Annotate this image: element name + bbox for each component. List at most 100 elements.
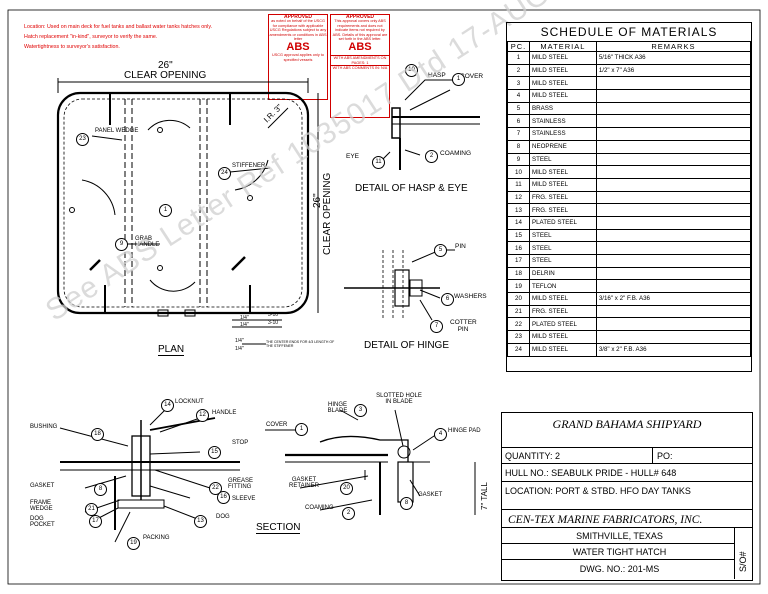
schedule-title: SCHEDULE OF MATERIALS — [540, 25, 718, 39]
stamp-title: APPROVED — [345, 14, 375, 20]
leader — [149, 451, 201, 455]
bushing-label: BUSHING — [30, 424, 58, 430]
cell-remarks: 3/16" x 2" F.B. A36 — [595, 292, 752, 306]
item-balloon: 17 — [89, 515, 102, 528]
cell-material: TEFLON — [528, 279, 597, 294]
item-balloon: 16 — [217, 491, 230, 504]
cell-material: STEEL — [528, 254, 597, 268]
quantity-row: QUANTITY: 2 PO: — [502, 447, 752, 464]
plan-clear-opening-top: CLEAR OPENING — [124, 70, 207, 81]
pin-label: PIN — [455, 243, 466, 250]
wedge-pivot — [69, 207, 75, 213]
cell-remarks — [595, 89, 752, 103]
stamp-amendments: WITH ABS AMENDMENTS ON PAGES: 1 — [331, 55, 389, 65]
cell-material: STEEL — [528, 228, 597, 243]
hull-number: HULL NO.: SEABULK PRIDE - HULL# 648 — [502, 463, 752, 481]
stiffener-note: THE CENTER ENDS FOR 4/3 LENGTH OF THE ST… — [266, 340, 335, 348]
cell-remarks — [595, 165, 752, 179]
cell-pc: 19 — [507, 279, 530, 294]
hinge-pad-label: HINGE PAD — [448, 428, 481, 434]
item-balloon: 14 — [161, 399, 174, 412]
gasket-retainer-label: GASKET RETAINER — [289, 477, 319, 489]
cell-remarks — [595, 114, 752, 129]
item-balloon: 18 — [91, 428, 104, 441]
cell-remarks — [595, 127, 752, 141]
item-balloon: 20 — [340, 482, 353, 495]
cotter-pin-label: COTTER PIN — [450, 319, 477, 333]
item-balloon: 12 — [196, 409, 209, 422]
cell-material: MILD STEEL — [528, 89, 597, 103]
item-balloon: 9 — [115, 238, 128, 251]
stop-label: STOP — [232, 440, 249, 446]
panel-wedge-label: PANEL WEDGE — [95, 128, 139, 134]
cell-remarks — [595, 317, 752, 332]
item-balloon: 8 — [400, 497, 413, 510]
cell-material: STEEL — [528, 241, 597, 255]
plan-dim-top: 26" — [158, 60, 173, 71]
item-balloon: 8 — [94, 483, 107, 496]
dim-label: 1/4" — [235, 338, 244, 344]
panel-wedge-top — [147, 119, 191, 131]
item-balloon: 13 — [194, 515, 207, 528]
stiffener-label: STIFFENER — [232, 163, 266, 169]
note-3: Watertightness to surveyor's satisfactio… — [24, 44, 120, 50]
cell-pc: 7 — [507, 127, 530, 141]
title-block: GRAND BAHAMA SHIPYARD QUANTITY: 2 PO: HU… — [501, 412, 753, 581]
cell-pc: 1 — [507, 51, 530, 65]
leader-cover — [409, 89, 451, 111]
leader — [154, 469, 211, 489]
slotted-hole-label: SLOTTED HOLE IN BLADE — [376, 393, 422, 405]
cell-remarks — [595, 152, 752, 167]
stamp-comments: WITH ABS COMMENTS IN: N/A — [331, 65, 389, 71]
leader — [409, 479, 421, 497]
item-balloon: 1 — [452, 73, 465, 86]
item-balloon: 4 — [434, 428, 447, 441]
gasket-label-left: GASKET — [30, 483, 55, 489]
grab-handle-label: GRAB HANDLE — [135, 236, 160, 248]
cell-material: MILD STEEL — [528, 51, 597, 65]
leader — [319, 499, 373, 511]
cell-pc: 2 — [507, 63, 530, 78]
hinge-blade-section — [319, 435, 409, 462]
hatch-inner-outline — [63, 98, 303, 308]
leader-hasp — [404, 79, 455, 101]
stamp-title: APPROVED — [283, 14, 313, 20]
leader — [84, 475, 127, 489]
cell-pc: 17 — [507, 254, 530, 268]
cell-remarks — [595, 330, 752, 344]
cell-remarks — [595, 279, 752, 294]
cell-remarks — [595, 304, 752, 319]
item-balloon: 23 — [76, 133, 89, 146]
dog-bar — [117, 499, 165, 509]
hasp-label: HASP — [428, 72, 446, 79]
cell-remarks — [595, 76, 752, 91]
hatch-outer-outline — [56, 91, 310, 315]
note-2: Hatch replacement "in-kind", surveyor to… — [24, 34, 158, 40]
cell-remarks — [595, 139, 752, 154]
item-balloon: 6 — [441, 293, 454, 306]
leader — [339, 409, 359, 421]
section-coaming-label: COAMING — [305, 505, 334, 511]
cell-material: FRG. STEEL — [528, 304, 597, 319]
item-balloon: 7 — [430, 320, 443, 333]
grease-fitting-label: GREASE FITTING — [228, 478, 254, 490]
cell-pc: 18 — [507, 266, 530, 281]
cell-remarks — [595, 215, 752, 230]
cell-material: DELRIN — [528, 266, 597, 281]
cell-remarks — [595, 177, 752, 192]
cell-pc: 13 — [507, 203, 530, 217]
gasket-label-right: GASKET — [418, 492, 443, 498]
dim-label: 3-10 — [268, 312, 279, 318]
hinge-lug — [157, 309, 169, 317]
plan-clear-opening-side: CLEAR OPENING — [322, 172, 333, 255]
leader-cotter — [419, 299, 433, 321]
dog-pocket-label: DOG POCKET — [30, 516, 55, 528]
hinge-pin-section — [397, 445, 411, 459]
